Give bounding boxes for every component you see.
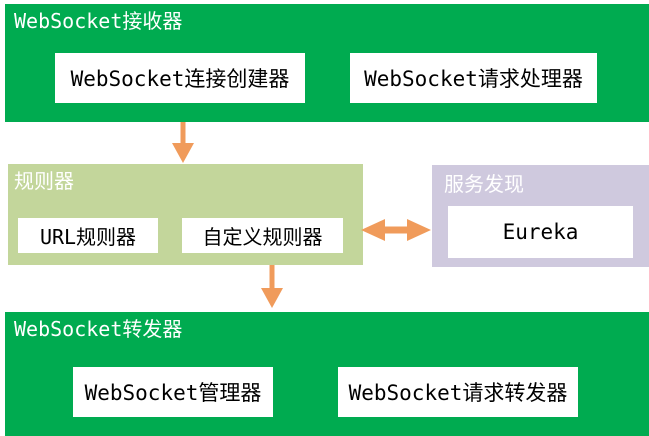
down-arrow-icon <box>165 122 201 164</box>
service-discovery-section: 服务发现 Eureka <box>432 165 649 267</box>
double-arrow-icon <box>361 216 431 244</box>
eureka-box: Eureka <box>448 206 633 258</box>
forwarder-section-title: WebSocket转发器 <box>14 317 183 341</box>
forwarder-section: WebSocket转发器 WebSocket管理器 WebSocket请求转发器 <box>5 312 649 436</box>
custom-rule-box: 自定义规则器 <box>182 218 343 253</box>
receiver-section-title: WebSocket接收器 <box>14 9 183 33</box>
rules-section: 规则器 URL规则器 自定义规则器 <box>8 164 363 265</box>
request-forwarder-box: WebSocket请求转发器 <box>338 367 578 417</box>
url-rule-box: URL规则器 <box>18 218 158 253</box>
service-discovery-title: 服务发现 <box>444 172 524 196</box>
rules-section-title: 规则器 <box>14 169 74 193</box>
connection-creator-box: WebSocket连接创建器 <box>55 53 305 103</box>
websocket-manager-box: WebSocket管理器 <box>73 367 273 417</box>
down-arrow-icon <box>254 265 290 309</box>
request-handler-box: WebSocket请求处理器 <box>350 53 597 103</box>
receiver-section: WebSocket接收器 WebSocket连接创建器 WebSocket请求处… <box>5 4 649 122</box>
